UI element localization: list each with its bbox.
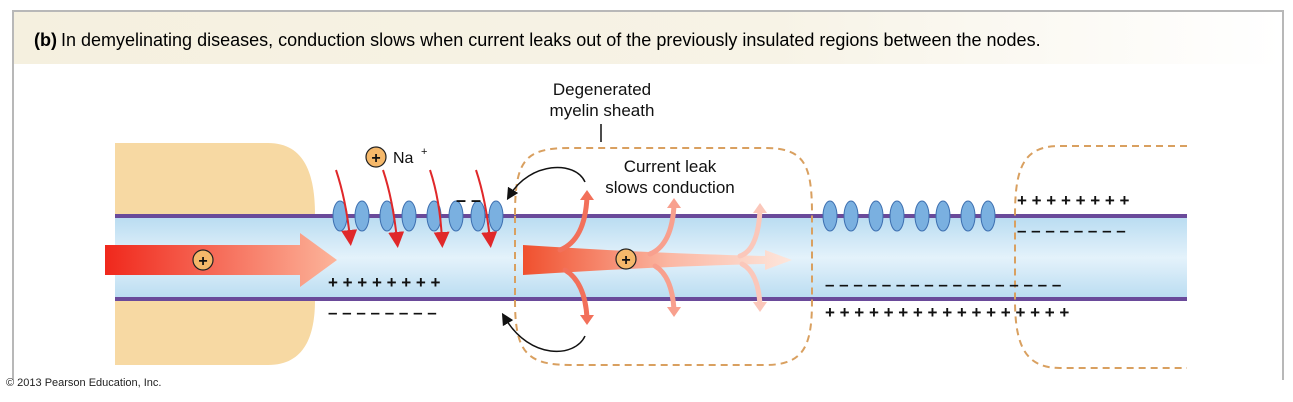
sodium-channels-left (332, 200, 504, 232)
caption-text: In demyelinating diseases, conduction sl… (60, 30, 1041, 50)
leak-down-3 (739, 261, 763, 308)
leak-up-1 (557, 194, 590, 253)
figure-caption: (b)In demyelinating diseases, conduction… (34, 30, 1041, 51)
channel (426, 200, 442, 232)
channel (448, 200, 464, 232)
channel (843, 200, 859, 232)
current-arrow-left (105, 233, 337, 287)
channel (914, 200, 930, 232)
channel (488, 200, 504, 232)
leak-down-1 (562, 267, 590, 321)
figure-frame (12, 10, 1284, 380)
minus-row-middle: – – – – – – – – – – – – – – – – – (825, 275, 1061, 294)
current-leak-branches (557, 190, 767, 325)
positive-charge-symbol: + (198, 253, 207, 270)
channel (354, 200, 370, 232)
degenerated-myelin-sheath (514, 147, 813, 366)
channel (868, 200, 884, 232)
axon-membrane-bottom (115, 297, 1187, 301)
na-ion-plus: + (371, 150, 380, 167)
current-leak-label-line1: Current leak (624, 157, 717, 176)
degenerated-label-line1: Degenerated (553, 80, 651, 99)
channel (401, 200, 417, 232)
na-ion-circle (365, 146, 387, 168)
plus-row-left: + + + + + + + + (328, 273, 441, 292)
leak-down-2 (652, 263, 677, 313)
positive-charge-circle (192, 249, 214, 271)
sodium-influx-arrows (335, 169, 498, 248)
axon-membrane-top (115, 214, 1187, 218)
positive-charge-symbol-mid: + (621, 252, 630, 269)
leak-up-2 (647, 202, 677, 257)
minus-row-left: – – – – – – – – (328, 303, 437, 322)
channel (960, 200, 976, 232)
plus-row-right-top: + + + + + + + + (1017, 191, 1130, 210)
na-arrow (429, 169, 450, 248)
na-ion-label: Na (393, 150, 414, 167)
plus-row-middle-bottom: + + + + + + + + + + + + + + + + + (825, 303, 1069, 322)
channel (889, 200, 905, 232)
channel (470, 200, 486, 232)
current-arrow-middle (523, 245, 792, 275)
na-arrow (475, 169, 498, 248)
sodium-channels-right (822, 200, 996, 232)
channel (822, 200, 838, 232)
degenerated-label-line2: myelin sheath (550, 101, 655, 120)
minus-marks-top-left: – – (456, 190, 481, 210)
curved-arrow-bottom (501, 312, 586, 353)
channel (980, 200, 996, 232)
current-leak-label-line2: slows conduction (605, 178, 734, 197)
myelin-sheath-right-outline (1014, 145, 1187, 369)
copyright-text: © 2013 Pearson Education, Inc. (6, 377, 162, 389)
na-arrow (335, 169, 358, 246)
positive-charge-circle-mid (615, 248, 637, 270)
leak-up-3 (737, 207, 763, 259)
caption-part-label: (b) (34, 30, 57, 50)
channel (935, 200, 951, 232)
caption-bar (14, 12, 1282, 64)
na-arrow (382, 169, 405, 248)
curved-arrow-top (506, 166, 586, 201)
na-ion-charge: + (421, 146, 427, 158)
minus-row-right-top: – – – – – – – – (1017, 221, 1126, 240)
